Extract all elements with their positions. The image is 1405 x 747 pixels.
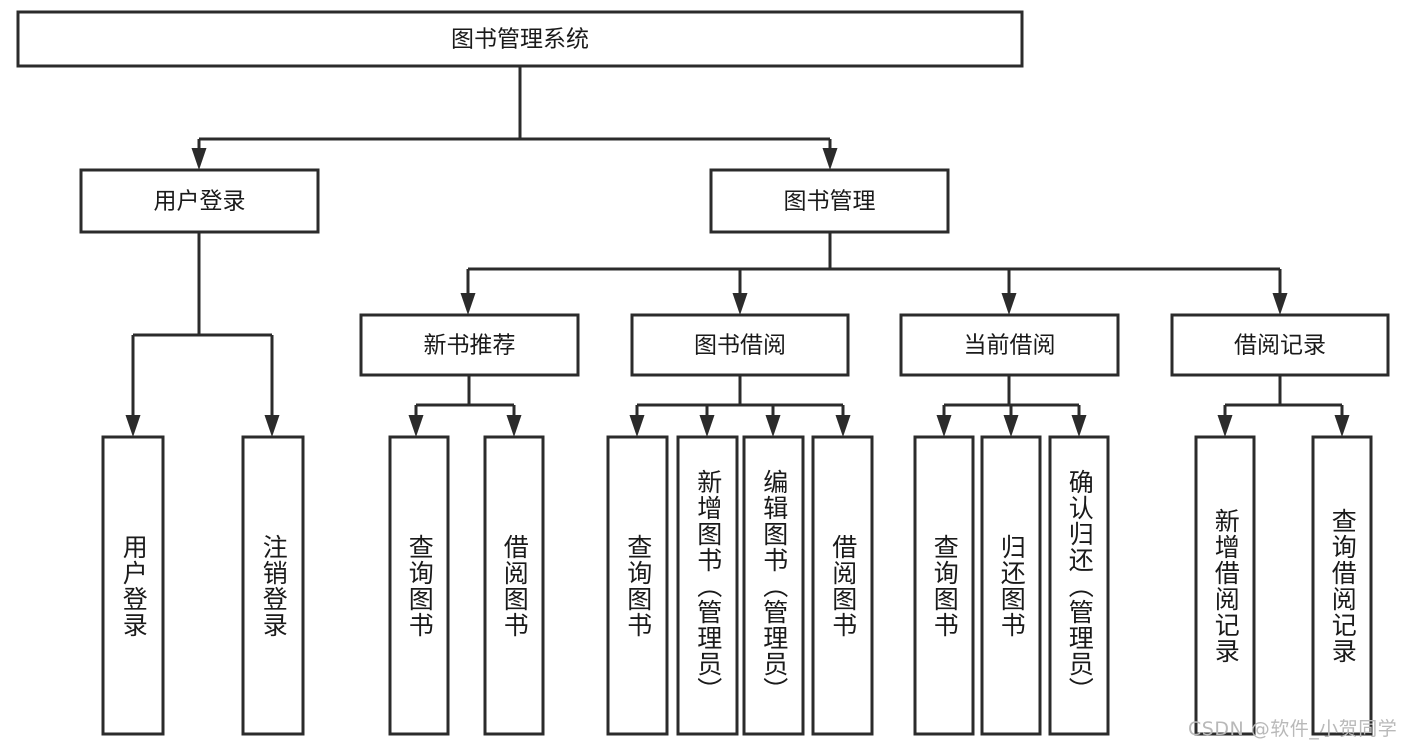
arrow-head-icon — [936, 415, 952, 437]
node-box-level2-1 — [709, 168, 950, 234]
arrow-head-icon — [629, 415, 645, 437]
node-label-level3-3: 借阅记录 — [1234, 333, 1326, 359]
node-label-root: 图书管理系统 — [451, 27, 589, 53]
node-box-level3-1 — [630, 313, 850, 377]
node-label-level3-2: 当前借阅 — [964, 333, 1056, 359]
node-box-leaf-10 — [1048, 435, 1110, 736]
arrow-head-icon — [191, 148, 207, 170]
node-box-leaf-0 — [101, 435, 165, 736]
arrow-head-icon — [699, 415, 715, 437]
node-label-level2-1: 图书管理 — [784, 189, 876, 215]
node-box-leaf-6 — [742, 435, 805, 736]
node-box-leaf-7 — [811, 435, 874, 736]
node-box-level3-2 — [899, 313, 1120, 377]
node-box-level3-0 — [359, 313, 580, 377]
arrow-head-icon — [1272, 293, 1288, 315]
connector-layer — [125, 66, 1350, 437]
arrow-head-icon — [125, 415, 141, 437]
node-box-leaf-4 — [606, 435, 669, 736]
arrow-head-icon — [765, 415, 781, 437]
arrow-head-icon — [835, 415, 851, 437]
node-box-leaf-12 — [1311, 435, 1373, 736]
arrow-head-icon — [506, 415, 522, 437]
node-box-level3-3 — [1170, 313, 1390, 377]
arrow-head-icon — [408, 415, 424, 437]
arrow-head-icon — [1071, 415, 1087, 437]
node-label-level2-0: 用户登录 — [154, 189, 246, 215]
arrow-head-icon — [822, 148, 838, 170]
node-box-leaf-9 — [980, 435, 1042, 736]
arrow-head-icon — [1217, 415, 1233, 437]
arrow-head-icon — [1334, 415, 1350, 437]
node-box-leaf-3 — [483, 435, 545, 736]
node-box-leaf-11 — [1194, 435, 1256, 736]
node-box-leaf-2 — [388, 435, 450, 736]
node-box-leaf-8 — [913, 435, 975, 736]
node-label-level3-1: 图书借阅 — [694, 333, 786, 359]
node-box-leaf-5 — [676, 435, 739, 736]
node-box-level2-0 — [79, 168, 320, 234]
arrow-head-icon — [1001, 293, 1017, 315]
node-label-level3-0: 新书推荐 — [424, 333, 516, 359]
arrow-head-icon — [264, 415, 280, 437]
arrow-head-icon — [460, 293, 476, 315]
node-box-root — [16, 10, 1024, 68]
node-box-leaf-1 — [241, 435, 305, 736]
arrow-head-icon — [1003, 415, 1019, 437]
arrow-head-icon — [732, 293, 748, 315]
watermark-text: CSDN @软件_小贺同学 — [1188, 718, 1398, 740]
